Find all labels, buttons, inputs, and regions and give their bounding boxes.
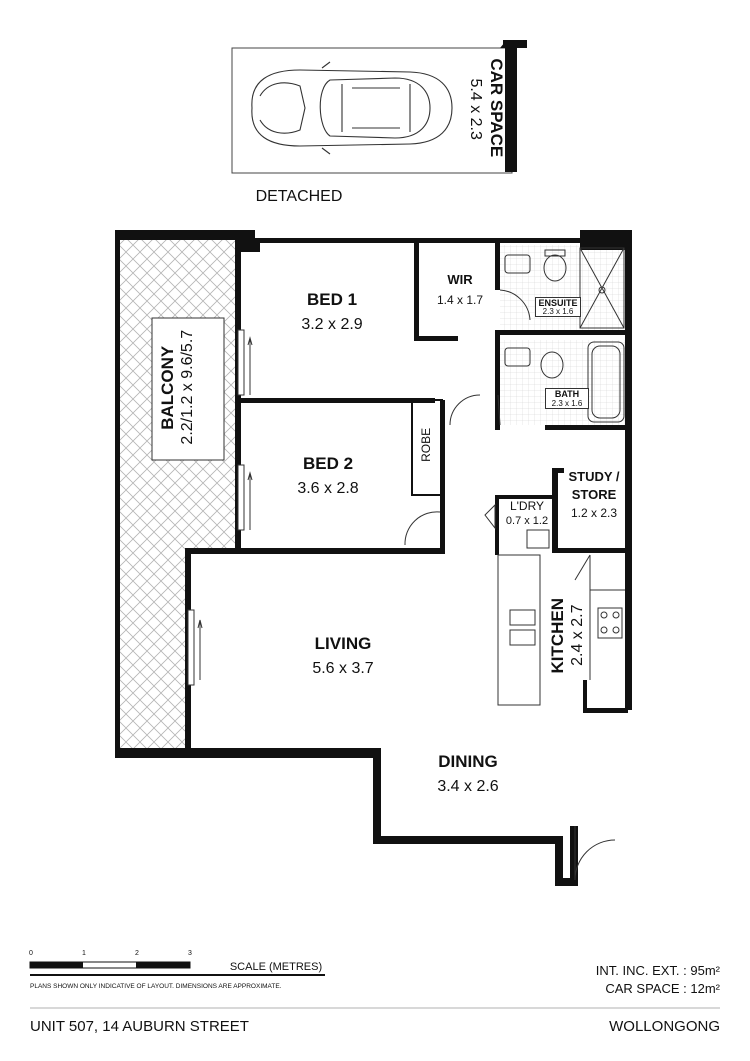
ensuite-size: 2.3 x 1.6	[535, 307, 581, 318]
bath-size: 2.3 x 1.6	[545, 399, 589, 410]
wir-label: WIR	[447, 272, 473, 287]
ldry-size: 0.7 x 1.2	[505, 515, 549, 527]
study-size: 1.2 x 2.3	[570, 506, 618, 520]
robe-label: ROBE	[419, 427, 434, 462]
disclaimer: PLANS SHOWN ONLY INDICATIVE OF LAYOUT. D…	[30, 983, 282, 990]
scale-bar	[29, 961, 720, 1009]
car-space-size: 5.4 x 2.3	[467, 78, 485, 140]
bed2-label: BED 2	[302, 454, 354, 473]
ensuite-floor	[500, 245, 628, 330]
study-label: STUDY /	[568, 469, 620, 484]
bed2-size: 3.6 x 2.8	[297, 480, 359, 497]
bath-floor	[500, 340, 628, 425]
suburb: WOLLONGONG	[609, 1018, 720, 1035]
car-area: CAR SPACE : 12m²	[605, 981, 720, 996]
doors	[404, 289, 616, 881]
ensuite-label: ENSUITE	[535, 297, 581, 309]
car-space-caption: DETACHED	[255, 188, 343, 205]
car-icon	[251, 61, 453, 155]
car-space-title: CAR SPACE	[486, 58, 506, 158]
scale-tick-3: 3	[188, 950, 192, 957]
scale-tick-1: 1	[82, 950, 86, 957]
car-space	[231, 40, 527, 174]
dining-label: DINING	[438, 752, 498, 771]
scale-label: SCALE (METRES)	[229, 961, 323, 973]
dining-size: 3.4 x 2.6	[437, 778, 499, 795]
balcony-size: 2.2/1.2 x 9.6/5.7	[178, 329, 196, 445]
balcony-area	[120, 240, 235, 750]
bathroom-fixtures	[504, 247, 625, 549]
bed1-size: 3.2 x 2.9	[301, 316, 363, 333]
kitchen-bench	[497, 554, 625, 706]
balcony-label: BALCONY	[158, 345, 178, 430]
kitchen-label: KITCHEN	[548, 597, 568, 674]
living-size: 5.6 x 3.7	[312, 660, 374, 677]
ldry-label: L'DRY	[509, 499, 545, 513]
internal-area: INT. INC. EXT. : 95m²	[595, 963, 720, 978]
sliding-doors	[187, 329, 253, 686]
address: UNIT 507, 14 AUBURN STREET	[30, 1018, 249, 1035]
wir-size: 1.4 x 1.7	[436, 293, 484, 307]
bed1-label: BED 1	[306, 290, 358, 309]
scale-tick-2: 2	[135, 950, 139, 957]
scale-tick-0: 0	[29, 950, 33, 957]
kitchen-size: 2.4 x 2.7	[568, 604, 586, 666]
bath-label: BATH	[545, 388, 589, 400]
living-label: LIVING	[314, 634, 372, 653]
store-label: STORE	[571, 487, 617, 502]
